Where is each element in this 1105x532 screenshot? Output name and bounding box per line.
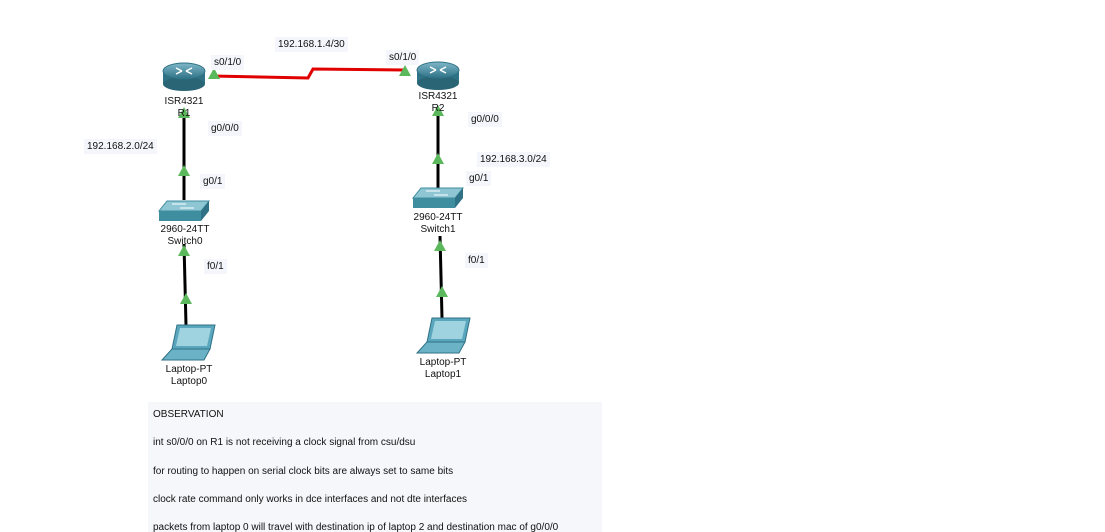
switch1-label: 2960-24TT Switch1 [414, 212, 463, 236]
lan2-network-label: 192.168.3.0/24 [477, 152, 550, 167]
router-r2-icon[interactable] [416, 61, 460, 90]
link-up-indicator [208, 68, 220, 79]
sw0-gig-interface-label: g0/1 [200, 174, 226, 189]
laptop1-label: Laptop-PT Laptop1 [420, 357, 467, 381]
r2-gig-interface-label: g0/0/0 [468, 112, 502, 127]
laptop0-label: Laptop-PT Laptop0 [166, 364, 213, 388]
link-up-indicator [399, 65, 411, 76]
router-r1-label: ISR4321 R1 [165, 96, 204, 120]
device-model: ISR4321 [418, 91, 458, 102]
device-model: Laptop-PT [419, 357, 467, 368]
link-up-indicator [178, 107, 190, 118]
switch0-icon[interactable] [157, 200, 211, 221]
link-up-indicator [178, 165, 190, 176]
device-model: ISR4321 [164, 96, 204, 107]
device-model: Laptop-PT [165, 364, 213, 375]
link-up-indicator [434, 240, 446, 251]
link-up-indicator [436, 286, 448, 297]
sw1-fast-interface-label: f0/1 [465, 253, 488, 268]
device-name: R2 [431, 103, 445, 114]
laptop0-icon[interactable] [160, 324, 216, 361]
note-title: OBSERVATION [153, 409, 224, 420]
router-r1-icon[interactable] [162, 62, 206, 91]
lan1-network-label: 192.168.2.0/24 [84, 139, 157, 154]
switch0-label: 2960-24TT Switch0 [161, 224, 210, 248]
serial-network-label: 192.168.1.4/30 [275, 37, 348, 52]
link-up-indicator [178, 245, 190, 256]
switch1-icon[interactable] [411, 187, 465, 208]
sw0-fast-interface-label: f0/1 [204, 259, 227, 274]
device-name: Laptop0 [170, 376, 208, 387]
device-name: Laptop1 [424, 369, 462, 380]
sw1-gig-interface-label: g0/1 [466, 171, 492, 186]
note-line: for routing to happen on serial clock bi… [153, 466, 454, 477]
laptop1-icon[interactable] [415, 317, 471, 354]
device-name: Switch0 [167, 236, 203, 247]
link-up-indicator [180, 293, 192, 304]
ethernet-link-sw0-laptop0[interactable] [182, 243, 188, 326]
r1-serial-interface-label: s0/1/0 [211, 55, 245, 70]
serial-link[interactable] [211, 67, 406, 80]
device-model: 2960-24TT [413, 212, 463, 223]
r1-gig-interface-label: g0/0/0 [208, 121, 242, 136]
note-line: packets from laptop 0 will travel with d… [153, 522, 559, 532]
router-r2-label: ISR4321 R2 [419, 91, 458, 115]
device-name: Switch1 [420, 224, 456, 235]
link-up-indicator [432, 105, 444, 116]
r2-serial-interface-label: s0/1/0 [386, 50, 420, 65]
note-line: int s0/0/0 on R1 is not receiving a cloc… [153, 437, 416, 448]
link-up-indicator [432, 153, 444, 164]
observation-note[interactable]: OBSERVATION int s0/0/0 on R1 is not rece… [148, 402, 602, 532]
device-model: 2960-24TT [160, 224, 210, 235]
note-line: clock rate command only works in dce int… [153, 494, 468, 505]
device-name: R1 [177, 108, 191, 119]
